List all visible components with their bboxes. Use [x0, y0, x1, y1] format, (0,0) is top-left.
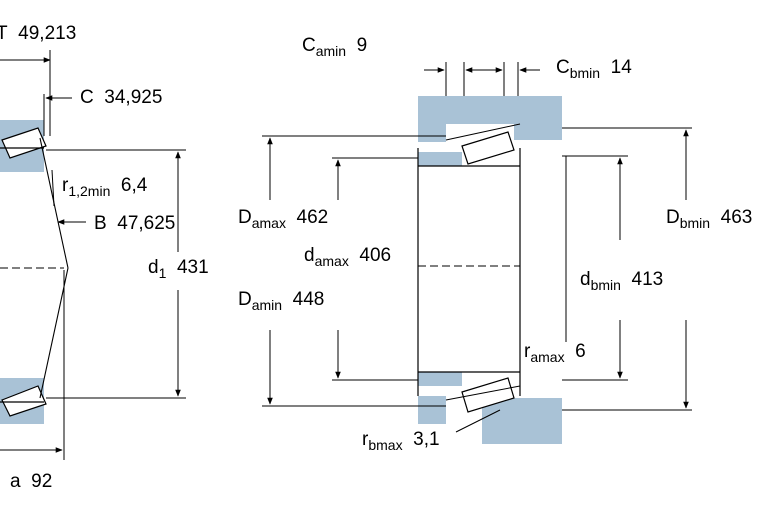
label-Damax-sub: amax: [251, 215, 286, 231]
label-Damin-symbol: D: [238, 289, 252, 310]
housing-top-right: [514, 124, 562, 140]
label-C-value: 34,925: [104, 87, 163, 108]
label-d1-sub: 1: [158, 265, 167, 281]
left-bearing-section: [0, 50, 186, 460]
label-r12-symbol: r: [62, 175, 69, 196]
label-C-symbol: C: [80, 87, 94, 108]
label-Dbmin-sub: bmin: [679, 215, 711, 231]
label-r12: r1,2min 6,4: [62, 176, 147, 198]
label-Damax: Damax 462: [236, 207, 331, 231]
label-d1-value: 431: [176, 257, 209, 278]
label-ramax-sub: amax: [530, 349, 565, 365]
label-B: B 47,625: [94, 214, 175, 233]
right-bottom-roller: [461, 377, 515, 413]
contact-angle-line-bottom: [39, 267, 69, 399]
label-Dbmin-symbol: D: [666, 207, 680, 228]
label-Cbmin-sub: bmin: [569, 65, 601, 81]
label-Dbmin-value: 463: [720, 207, 753, 228]
shaft-bottom: [418, 372, 462, 386]
label-r12-sub: 1,2min: [68, 183, 111, 199]
label-B-symbol: B: [94, 213, 107, 234]
label-Camin-symbol: C: [302, 35, 316, 56]
label-d1: d1 431: [146, 258, 211, 280]
label-dbmin-symbol: d: [580, 269, 591, 290]
label-T-value: 49,213: [18, 23, 77, 44]
label-Damin: Damin 448: [236, 289, 327, 313]
label-Cbmin-symbol: C: [556, 57, 570, 78]
label-damax-value: 406: [359, 245, 392, 266]
label-dbmin: dbmin 413: [578, 269, 666, 293]
label-a-value: 92: [31, 471, 53, 492]
label-B-value: 47,625: [117, 213, 176, 234]
housing-top-left: [418, 96, 446, 142]
label-Cbmin-value: 14: [610, 57, 632, 78]
label-damax-sub: amax: [314, 253, 349, 269]
label-Damin-sub: amin: [251, 297, 283, 313]
label-Cbmin: Cbmin 14: [556, 58, 632, 80]
label-Camin: Camin 9: [302, 36, 367, 58]
label-T: T 49,213: [0, 24, 76, 43]
housing-bottom-right: [482, 398, 562, 444]
label-dbmin-value: 413: [631, 269, 664, 290]
label-rbmax-symbol: r: [362, 429, 369, 450]
label-dbmin-sub: bmin: [590, 277, 621, 293]
label-Damax-symbol: D: [238, 207, 252, 228]
label-ramax: ramax 6: [522, 342, 588, 364]
label-d1-symbol: d: [148, 257, 159, 278]
housing-bottom-left: [418, 396, 446, 424]
label-a-symbol: a: [10, 471, 21, 492]
label-ramax-symbol: r: [524, 341, 531, 362]
shaft-top: [418, 152, 462, 166]
label-Dbmin: Dbmin 463: [664, 207, 755, 231]
right-abutment-section: [262, 62, 692, 444]
label-C: C 34,925: [80, 88, 162, 107]
left-bottom-roller: [1, 385, 47, 417]
label-rbmax-sub: bmax: [368, 437, 403, 453]
label-damax-symbol: d: [304, 245, 315, 266]
label-ramax-value: 6: [575, 341, 586, 362]
label-Camin-value: 9: [356, 35, 368, 56]
label-Damax-value: 462: [296, 207, 329, 228]
label-Damin-value: 448: [292, 289, 325, 310]
label-T-symbol: T: [0, 23, 8, 44]
label-r12-value: 6,4: [120, 175, 148, 196]
label-rbmax-value: 3,1: [413, 429, 440, 450]
label-rbmax: rbmax 3,1: [362, 430, 440, 452]
left-top-roller: [1, 127, 47, 159]
label-damax: damax 406: [302, 245, 394, 269]
right-top-roller: [461, 131, 515, 165]
label-Camin-sub: amin: [315, 43, 347, 59]
label-a: a 92: [10, 472, 52, 491]
housing-top-mid: [446, 96, 562, 124]
